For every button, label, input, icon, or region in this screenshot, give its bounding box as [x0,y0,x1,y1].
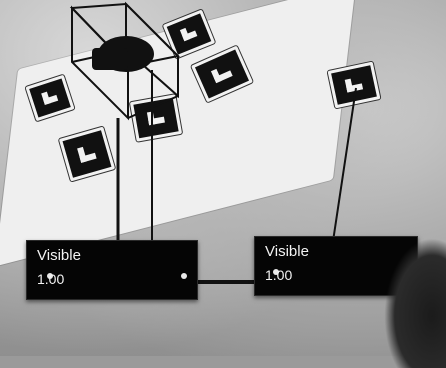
panel-label: Visible [265,243,309,260]
panel-label: Visible [37,247,81,264]
output-port-icon[interactable] [181,273,187,279]
panel-value: 1.00 [37,271,65,287]
tracking-overlay [69,1,357,284]
input-port-icon[interactable] [273,269,279,275]
visible-panel-1: Visible 1.00 [26,240,198,300]
background-object [384,238,446,368]
input-port-icon[interactable] [47,273,53,279]
tracked-object-icon [92,36,154,72]
connector-line-3 [331,87,357,249]
panel-value: 1.00 [265,267,293,283]
